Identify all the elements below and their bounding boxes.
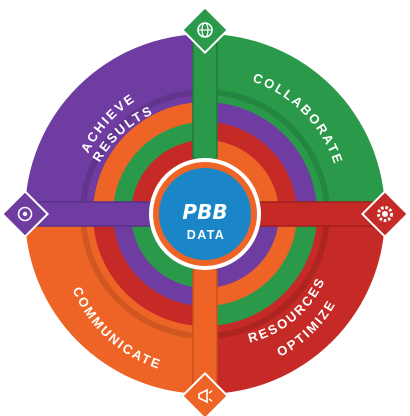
connector-arms [19,29,391,399]
center-badge[interactable] [159,168,251,260]
megaphone-icon[interactable] [180,371,230,416]
target-icon[interactable] [0,189,50,239]
globe-icon[interactable] [180,5,230,55]
gear-icon[interactable] [360,189,410,239]
center-subtitle: DATA [187,228,225,242]
center-title: PBB [182,200,227,224]
